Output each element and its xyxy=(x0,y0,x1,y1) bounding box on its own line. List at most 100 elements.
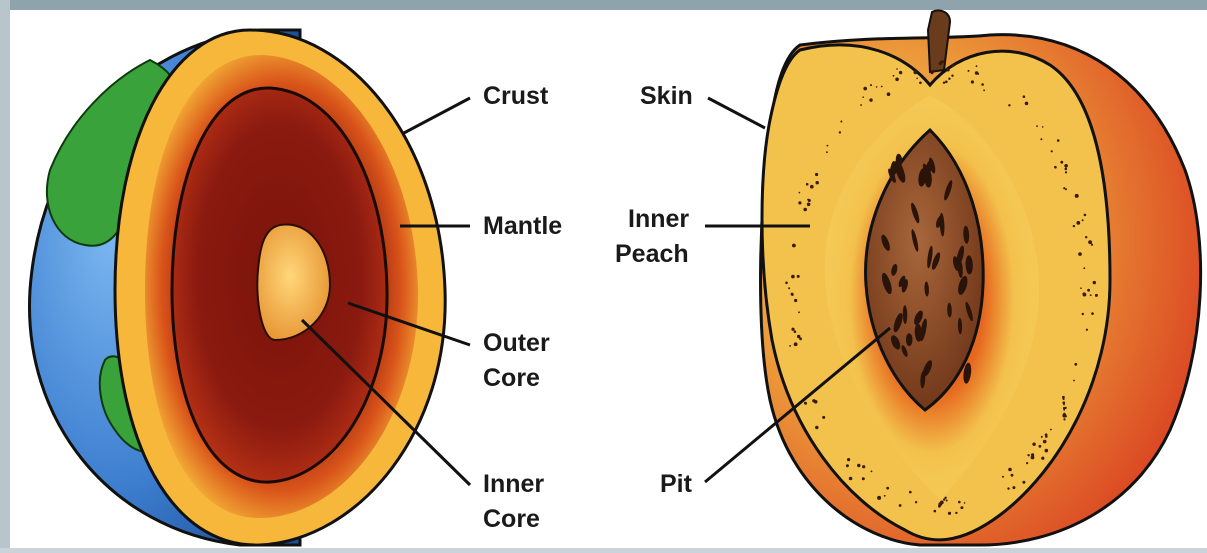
flesh-speckle xyxy=(1050,429,1052,431)
flesh-speckle xyxy=(1008,468,1012,472)
flesh-speckle xyxy=(798,201,801,204)
flesh-speckle xyxy=(806,183,809,186)
flesh-speckle xyxy=(847,458,850,461)
flesh-speckle xyxy=(983,89,985,91)
flesh-speckle xyxy=(958,501,961,504)
flesh-speckle xyxy=(1085,236,1087,238)
label-skin: Skin xyxy=(640,79,693,113)
flesh-speckle xyxy=(862,96,864,98)
label-mantle: Mantle xyxy=(483,209,562,243)
flesh-speckle xyxy=(846,464,849,467)
flesh-speckle xyxy=(1054,166,1057,169)
flesh-speckle xyxy=(1057,139,1060,142)
flesh-speckle xyxy=(794,330,797,333)
flesh-speckle xyxy=(794,342,798,346)
flesh-speckle xyxy=(1065,188,1067,190)
flesh-speckle xyxy=(1083,267,1085,269)
flesh-speckle xyxy=(815,173,818,176)
flesh-speckle xyxy=(1045,449,1049,453)
flesh-speckle xyxy=(938,502,942,506)
flesh-speckle xyxy=(951,75,953,77)
label-outer-core-line1: Outer xyxy=(483,326,550,360)
flesh-speckle xyxy=(862,465,865,468)
flesh-speckle xyxy=(971,80,974,83)
flesh-speckle xyxy=(1063,398,1065,400)
flesh-speckle xyxy=(798,311,800,313)
flesh-speckle xyxy=(976,65,978,67)
flesh-speckle xyxy=(860,104,862,106)
flesh-speckle xyxy=(1007,487,1009,489)
flesh-speckle xyxy=(1036,125,1038,127)
flesh-speckle xyxy=(981,83,984,86)
flesh-speckle xyxy=(916,78,918,80)
flesh-speckle xyxy=(788,287,790,289)
label-pit: Pit xyxy=(660,467,692,501)
flesh-speckle xyxy=(863,87,867,91)
flesh-speckle xyxy=(1002,476,1004,478)
flesh-speckle xyxy=(803,208,807,212)
flesh-speckle xyxy=(1045,435,1048,438)
flesh-speckle xyxy=(807,199,809,201)
flesh-speckle xyxy=(1060,161,1063,164)
flesh-speckle xyxy=(1041,457,1044,460)
flesh-speckle xyxy=(932,70,935,73)
label-crust: Crust xyxy=(483,79,548,113)
flesh-speckle xyxy=(1078,252,1082,256)
flesh-speckle xyxy=(899,71,902,74)
flesh-speckle xyxy=(871,471,873,473)
flesh-speckle xyxy=(914,70,918,74)
flesh-speckle xyxy=(1075,194,1079,198)
flesh-speckle xyxy=(785,282,788,285)
label-inner-core-line2: Core xyxy=(483,502,540,536)
flesh-speckle xyxy=(827,145,829,147)
pit-groove xyxy=(906,333,913,346)
flesh-speckle xyxy=(1074,363,1077,366)
flesh-speckle xyxy=(791,275,795,279)
flesh-speckle xyxy=(887,92,891,96)
label-inner-peach-line1: Inner xyxy=(628,202,689,236)
flesh-speckle xyxy=(1043,440,1047,444)
flesh-speckle xyxy=(899,504,902,507)
flesh-speckle xyxy=(849,477,853,481)
flesh-speckle xyxy=(964,502,966,504)
flesh-speckle xyxy=(1091,244,1093,246)
flesh-speckle xyxy=(826,151,828,153)
flesh-speckle xyxy=(791,328,794,331)
flesh-speckle xyxy=(1051,150,1053,152)
flesh-speckle xyxy=(940,60,943,63)
label-inner-peach-line2: Peach xyxy=(615,237,689,271)
flesh-speckle xyxy=(968,70,970,72)
flesh-speckle xyxy=(945,81,948,84)
flesh-speckle xyxy=(792,244,796,248)
flesh-speckle xyxy=(946,500,948,502)
flesh-speckle xyxy=(839,131,841,133)
flesh-speckle xyxy=(816,181,819,184)
flesh-speckle xyxy=(1088,240,1092,244)
flesh-speckle xyxy=(881,86,883,88)
flesh-speckle xyxy=(1064,164,1068,168)
flesh-speckle xyxy=(1091,312,1094,315)
flesh-speckle xyxy=(1026,462,1028,464)
flesh-speckle xyxy=(1086,329,1088,331)
flesh-speckle xyxy=(794,299,797,302)
flesh-speckle xyxy=(1080,287,1082,289)
flesh-speckle xyxy=(943,82,945,84)
flesh-speckle xyxy=(975,71,979,75)
flesh-speckle xyxy=(1063,404,1065,406)
flesh-speckle xyxy=(1065,415,1067,417)
flesh-speckle xyxy=(1023,95,1026,98)
flesh-speckle xyxy=(812,399,815,402)
flesh-speckle xyxy=(934,510,937,513)
flesh-speckle xyxy=(946,68,949,71)
flesh-speckle xyxy=(1031,453,1034,456)
flesh-speckle xyxy=(1093,281,1096,284)
flesh-speckle xyxy=(1012,486,1015,489)
flesh-speckle xyxy=(789,345,791,347)
flesh-speckle xyxy=(1022,481,1025,484)
flesh-speckle xyxy=(1040,138,1042,140)
flesh-speckle xyxy=(1008,104,1010,106)
flesh-speckle xyxy=(948,78,950,80)
flesh-speckle xyxy=(857,464,860,467)
